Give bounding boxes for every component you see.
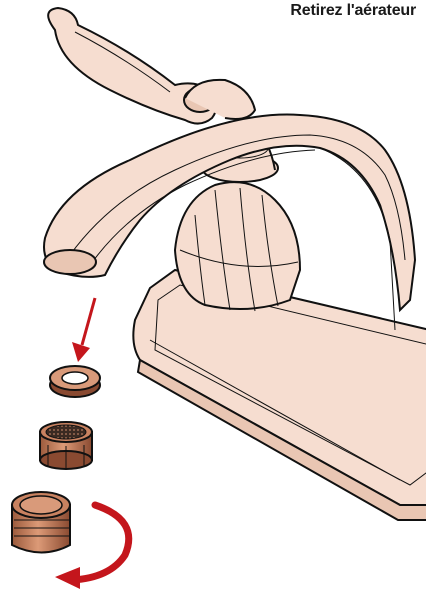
faucet-handle (48, 8, 255, 124)
washer-ring-icon (50, 366, 100, 397)
aerator-housing-icon (12, 492, 70, 553)
arrow-down-icon (72, 298, 95, 362)
faucet-base (133, 270, 426, 520)
page-title: Retirez l'aérateur (290, 2, 416, 20)
faucet-fluted-base (175, 182, 300, 311)
aerator-screen-icon (40, 422, 92, 469)
